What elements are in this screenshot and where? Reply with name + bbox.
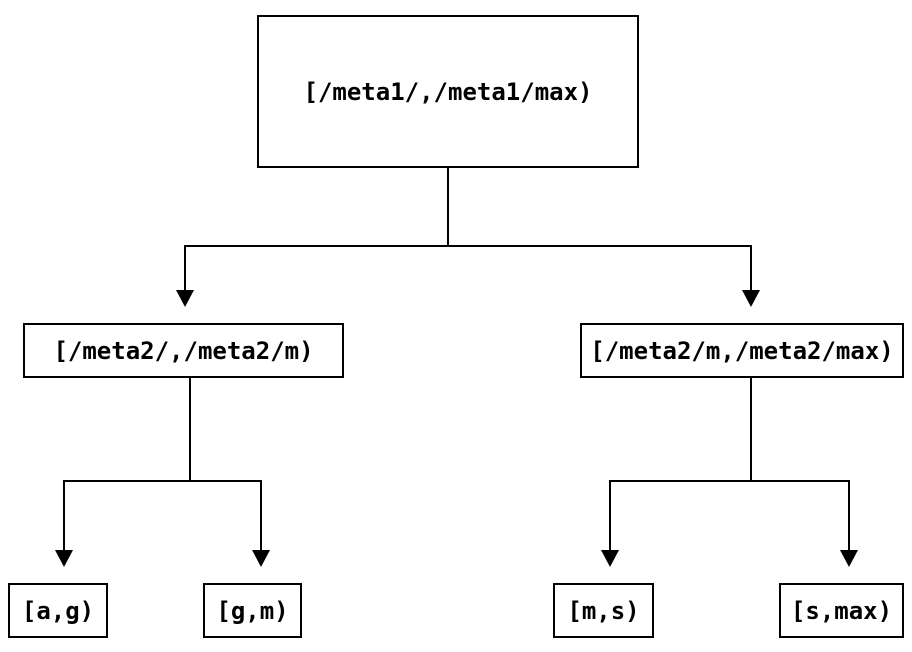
edge-left-to-leaves — [55, 378, 270, 567]
arrowhead-icon — [252, 550, 270, 567]
arrowhead-icon — [55, 550, 73, 567]
node-leaf-smax-label: [s,max) — [790, 596, 893, 625]
node-right-child-label: [/meta2/m,/meta2/max) — [590, 336, 894, 365]
node-root-label: [/meta1/,/meta1/max) — [303, 77, 593, 106]
node-leaf-gm: [g,m) — [203, 583, 302, 638]
node-root: [/meta1/,/meta1/max) — [257, 15, 639, 168]
node-leaf-ag: [a,g) — [8, 583, 108, 638]
node-leaf-ag-label: [a,g) — [21, 596, 95, 625]
arrowhead-icon — [176, 290, 194, 307]
edge-right-to-leaves — [601, 378, 858, 567]
edge-root-to-children — [176, 168, 760, 307]
node-left-child-label: [/meta2/,/meta2/m) — [53, 336, 314, 365]
node-left-child: [/meta2/,/meta2/m) — [23, 323, 344, 378]
node-leaf-gm-label: [g,m) — [216, 596, 289, 625]
node-leaf-smax: [s,max) — [779, 583, 904, 638]
arrowhead-icon — [742, 290, 760, 307]
node-leaf-ms-label: [m,s) — [567, 596, 640, 625]
arrowhead-icon — [840, 550, 858, 567]
node-leaf-ms: [m,s) — [553, 583, 654, 638]
arrowhead-icon — [601, 550, 619, 567]
node-right-child: [/meta2/m,/meta2/max) — [580, 323, 904, 378]
